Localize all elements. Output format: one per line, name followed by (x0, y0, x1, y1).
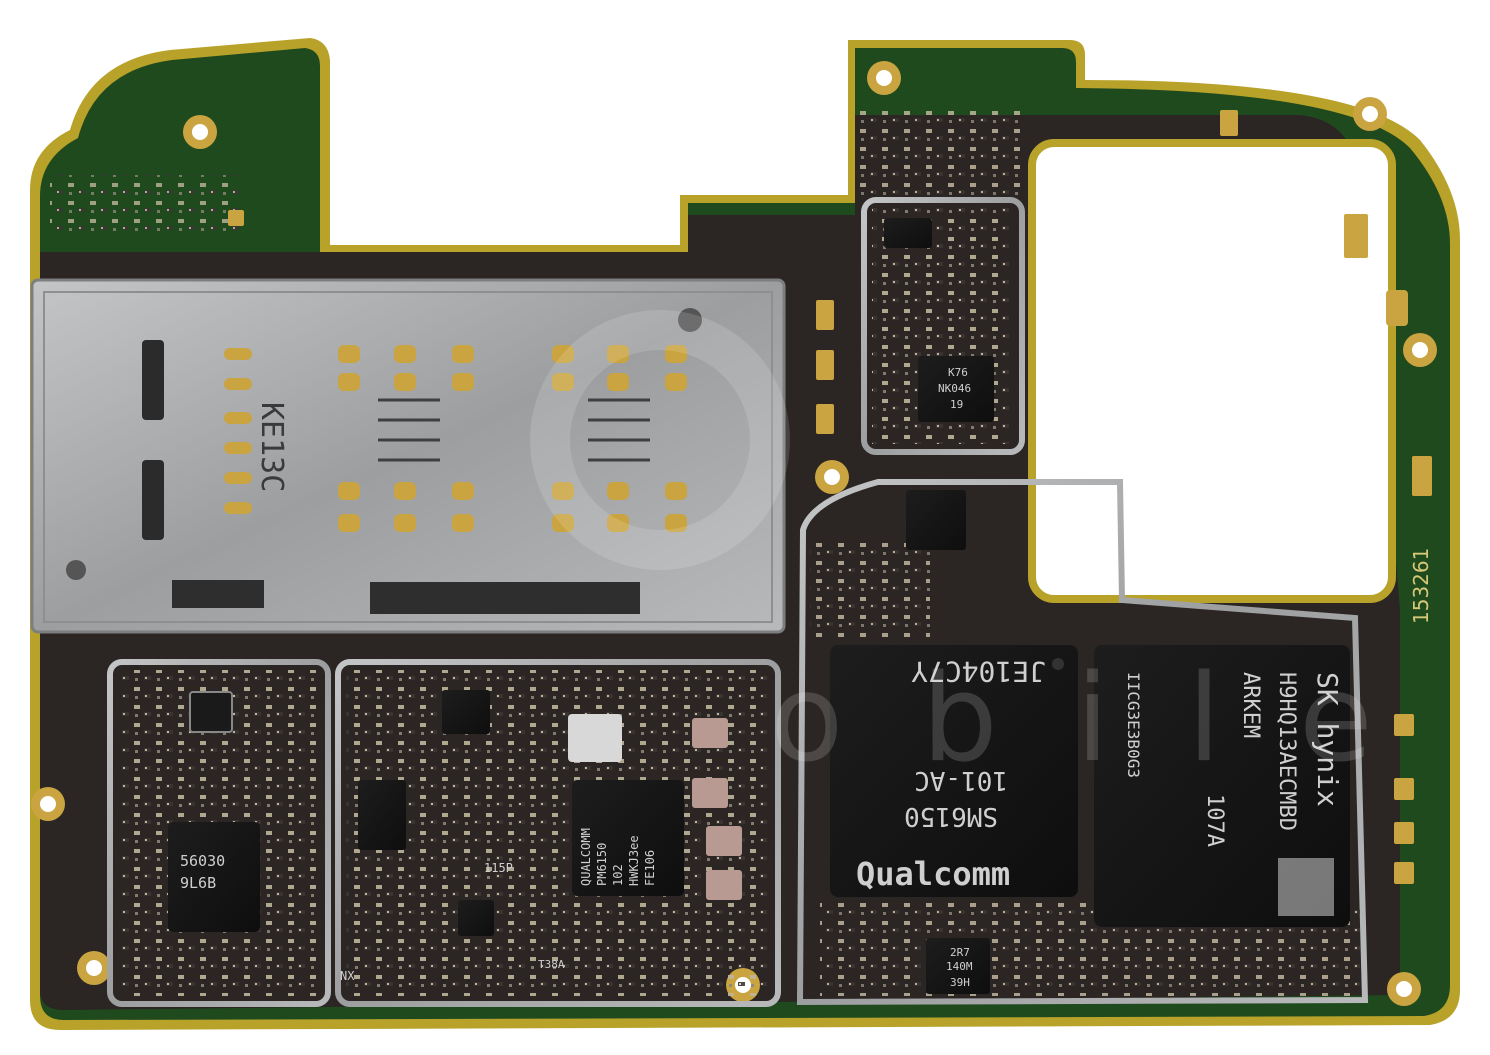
chip-56030: 56030 9L6B (168, 822, 260, 932)
chip-2r7: 2R7 140M 39H (926, 938, 990, 994)
chip-memory: SK hynix H9HQ13AECMBD ARKEM 107A IICG3E3… (1094, 645, 1350, 927)
chip-pmic: QUALCOMM PM6150 102 HWKJ3ee FE106 (572, 780, 684, 896)
chip-nk-line1: K76 (948, 366, 968, 379)
edge-pads (228, 110, 1432, 884)
mcp-line2: ARKEM (1238, 672, 1263, 738)
pmic-line1: QUALCOMM (579, 828, 593, 886)
small-chips (358, 218, 966, 936)
soc-line1: JE104C7Y (911, 655, 1046, 688)
soc-line3: 101-AC (914, 765, 1008, 795)
chip-nk-line2: NK046 (938, 382, 971, 395)
pmic-line4: HWKJ3ee (627, 835, 641, 886)
pmic-line5: FE106 (643, 850, 657, 886)
label-t38a: T38A (538, 958, 565, 971)
chip-nk046: K76 NK046 19 (918, 356, 994, 422)
watermark-text: o b i l e (770, 650, 1393, 789)
soc-line2: SM6150 (904, 801, 998, 831)
chip-56030-line1: 56030 (180, 852, 225, 870)
soc-brand: Qualcomm (856, 855, 1010, 893)
chip-2r7-line2: 140M (946, 960, 973, 973)
rf-shields (107, 197, 1369, 1007)
chip-nk-line3: 19 (950, 398, 963, 411)
chip-2r7-line1: 2R7 (950, 946, 970, 959)
pmic-line2: PM6150 (595, 843, 609, 886)
mcp-vendor: SK hynix (1311, 672, 1344, 807)
board-code: 153261 (1409, 548, 1433, 624)
mcp-line1: H9HQ13AECMBD (1274, 672, 1299, 831)
mcp-line3: 107A (1202, 794, 1227, 847)
sim-contact-pads (224, 345, 687, 532)
sim-tray-label: KE13C (254, 402, 289, 492)
chip-56030-line2: 9L6B (180, 874, 216, 892)
label-115p: 115P (484, 861, 513, 875)
watermark-logo (530, 310, 790, 570)
chip-2r7-line3: 39H (950, 976, 970, 989)
label-nx: NX (340, 969, 355, 983)
pmic-line3: 102 (611, 864, 625, 886)
mcp-side: IICG3E3B0G3 (1124, 672, 1143, 778)
inductors (189, 691, 742, 900)
camera-cutout (1028, 139, 1396, 603)
chip-soc: JE104C7Y 101-AC SM6150 Qualcomm (830, 645, 1078, 897)
sim-tray: KE13C (30, 278, 786, 634)
